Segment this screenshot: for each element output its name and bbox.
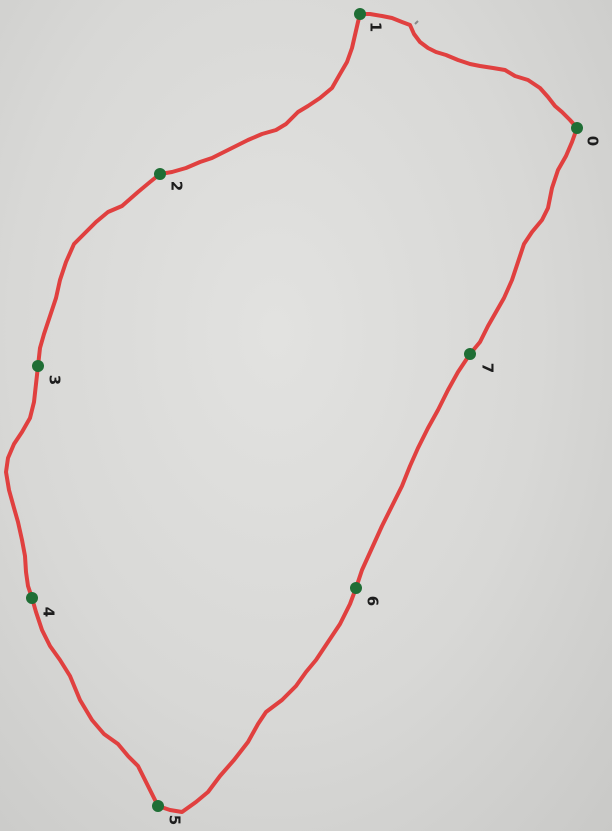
waypoint-marker-7 — [464, 348, 476, 360]
waypoint-label-4: 4 — [40, 607, 58, 617]
waypoint-marker-4 — [26, 592, 38, 604]
waypoint-label-0: 0 — [584, 136, 602, 146]
waypoint-label-7: 7 — [479, 363, 497, 373]
waypoint-marker-3 — [32, 360, 44, 372]
waypoint-marker-0 — [571, 122, 583, 134]
waypoint-label-3: 3 — [46, 375, 64, 385]
pencil-mark — [415, 21, 418, 24]
waypoint-label-1: 1 — [367, 22, 385, 32]
waypoint-marker-6 — [350, 582, 362, 594]
waypoint-label-5: 5 — [166, 815, 184, 825]
waypoint-label-6: 6 — [364, 596, 382, 606]
waypoint-label-2: 2 — [168, 181, 186, 191]
waypoint-marker-2 — [154, 168, 166, 180]
waypoint-markers — [26, 8, 583, 812]
waypoint-labels: 0 1 2 3 4 5 6 7 — [40, 22, 602, 825]
waypoint-marker-5 — [152, 800, 164, 812]
waypoint-marker-1 — [354, 8, 366, 20]
route-outline — [6, 14, 577, 812]
